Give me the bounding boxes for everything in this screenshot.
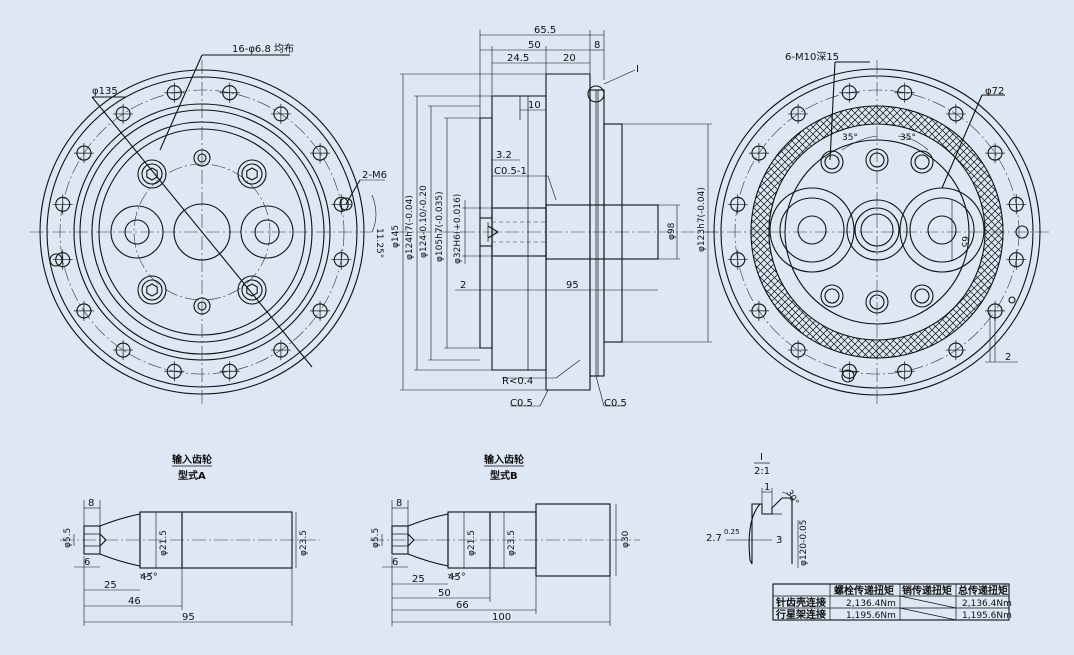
detail-dim-27: 2.7 [706,533,722,544]
dia-124a: φ124h7(-0.04) [405,195,415,260]
dim-2-right: 2 [1005,352,1011,363]
table-header-total: 总传递扭矩 [958,584,1008,597]
dia-32: φ32H6(+0.016) [453,194,463,264]
c05-1: C0.5-1 [494,166,527,177]
socket-bolt [237,275,267,305]
dia-105: φ105h7(-0.035) [435,191,445,262]
table-row1-label: 针齿壳连接 [776,596,826,609]
table-row2-label: 行星架连接 [775,608,826,621]
dim-65: 65 [959,236,969,247]
tapped-hole [820,150,844,174]
right-front-view: 6-M10深15 φ72 35° 35° 65 2 [705,51,1050,404]
type-a-dim-46: 46 [128,596,141,607]
input-gear-type-b: 输入齿轮 型式B 8 φ5.5 φ21.5 φ23.5 φ30 6 25 45°… [370,453,640,626]
type-b-dim-6: 6 [392,557,398,568]
dim-32: 3.2 [496,150,512,161]
type-b-angle45: 45° [448,572,466,583]
detail-dia120: φ120-0.05 [799,520,809,566]
tapped-hole [865,290,889,314]
type-a-dia215: φ21.5 [159,530,169,556]
tapped-hole [910,150,934,174]
socket-bolt [237,159,267,189]
detail-dim-3: 3 [776,535,782,546]
type-b-dia215: φ21.5 [467,530,477,556]
dim-2: 2 [460,280,466,291]
table-header-bolt: 螺栓传递扭矩 [834,584,894,597]
type-a-subtitle: 型式A [178,469,206,482]
type-a-title: 输入齿轮 [172,453,212,466]
type-b-dim-25: 25 [412,574,425,585]
type-b-dia55: φ5.5 [371,528,381,548]
socket-bolt [137,275,167,305]
side-section-view: 65.5 50 8 24.5 20 [391,25,720,409]
dim-50: 50 [528,40,541,51]
dia-123: φ123h7(-0.04) [697,187,707,252]
type-a-dim-6: 6 [84,557,90,568]
table-row2-total: 1,195.6Nm [962,611,1012,621]
c05-b: C0.5 [604,398,627,409]
left-front-view: 16-φ6.8 均布 φ135 2-M6 11.25° [30,43,387,404]
angle-label: 11.25° [374,228,384,258]
type-b-dia235: φ23.5 [507,530,517,556]
type-a-dia55: φ5.5 [63,528,73,548]
dim-10: 10 [528,100,541,111]
detail-scale: 2:1 [754,466,770,477]
type-b-title: 输入齿轮 [484,453,524,466]
dia-98: φ98 [667,222,677,240]
table-row2-bolt: 1,195.6Nm [846,611,896,621]
angle-35a: 35° [842,133,858,143]
detail-tag-i: I [760,452,763,463]
holes-label: 16-φ6.8 均布 [232,43,294,55]
d135-label: φ135 [92,86,118,97]
detail-dim-1: 1 [764,482,770,493]
dim-8: 8 [594,40,600,51]
torque-table: 螺栓传递扭矩 销传递扭矩 总传递扭矩 针齿壳连接 2,136.4Nm 2,136… [772,583,1012,621]
table-header-pin: 销传递扭矩 [902,584,952,597]
input-gear-type-a: 输入齿轮 型式A 8 φ5.5 φ21.5 φ23.5 6 25 45° 46 … [60,453,320,626]
dia-124b: φ124-0.10/-0.20 [419,185,429,258]
table-row1-total: 2,136.4Nm [962,599,1012,609]
type-b-dia30: φ30 [621,530,631,548]
type-b-dim-8: 8 [396,498,402,509]
type-a-dim-8: 8 [88,498,94,509]
d72-label: φ72 [985,86,1004,97]
type-b-subtitle: 型式B [490,469,518,482]
detail-tag: I [636,64,639,75]
dim-20: 20 [563,53,576,64]
type-a-angle45: 45° [140,572,158,583]
type-b-dim-50: 50 [438,588,451,599]
dim-655: 65.5 [534,25,556,36]
detail-tol: 0.25 [724,528,740,536]
tapped-hole [820,284,844,308]
r04: R<0.4 [502,376,533,387]
type-a-dim-25: 25 [104,580,117,591]
angle-35b: 35° [900,133,916,143]
c05-a: C0.5 [510,398,533,409]
m6-label: 2-M6 [362,170,387,181]
type-a-dim-95: 95 [182,612,195,623]
tapped-hole [865,148,889,172]
socket-bolt [137,159,167,189]
dim-95: 95 [566,280,579,291]
type-a-dia235: φ23.5 [299,530,309,556]
tapped-hole [910,284,934,308]
table-row1-bolt: 2,136.4Nm [846,599,896,609]
m10-label: 6-M10深15 [785,51,839,63]
type-b-dim-100: 100 [492,612,511,623]
dim-245: 24.5 [507,53,529,64]
detail-view: I 2:1 1 30° 2.7 0.25 3 φ120-0.05 [706,452,809,568]
dia-145: φ145 [391,225,401,248]
type-b-dim-66: 66 [456,600,469,611]
